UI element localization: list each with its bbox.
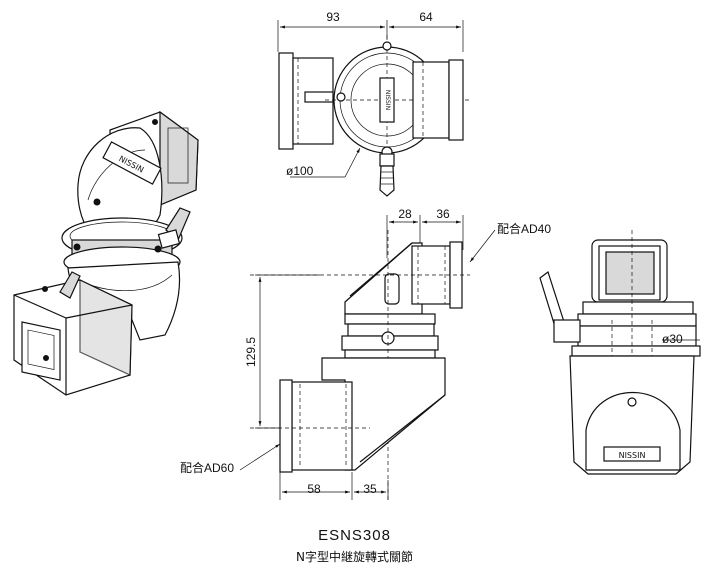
svg-text:NISSIN: NISSIN <box>384 90 391 110</box>
product-description: N字型中継旋轉式關節 <box>296 550 413 564</box>
front-view <box>239 215 496 500</box>
model-number: ESNS308 <box>318 527 391 544</box>
svg-text:NISSIN: NISSIN <box>619 451 646 460</box>
dim-height-129-5: 129.5 <box>244 337 258 367</box>
dim-side-diameter-30: ø30 <box>662 332 683 346</box>
dim-diameter-100: ø100 <box>286 164 314 178</box>
dim-front-36: 36 <box>436 207 450 221</box>
annotation-fit-ad60: 配合AD60 <box>180 460 234 475</box>
dim-front-28: 28 <box>398 207 412 221</box>
isometric-view: NISSIN <box>13 110 199 396</box>
top-view: NISSIN <box>277 20 470 197</box>
dim-top-64: 64 <box>419 10 433 24</box>
dim-top-93: 93 <box>326 10 340 24</box>
dim-bottom-58: 58 <box>307 482 321 496</box>
dim-bottom-35: 35 <box>363 482 377 496</box>
annotation-fit-ad40: 配合AD40 <box>497 221 551 236</box>
side-view: NISSIN <box>539 230 701 475</box>
